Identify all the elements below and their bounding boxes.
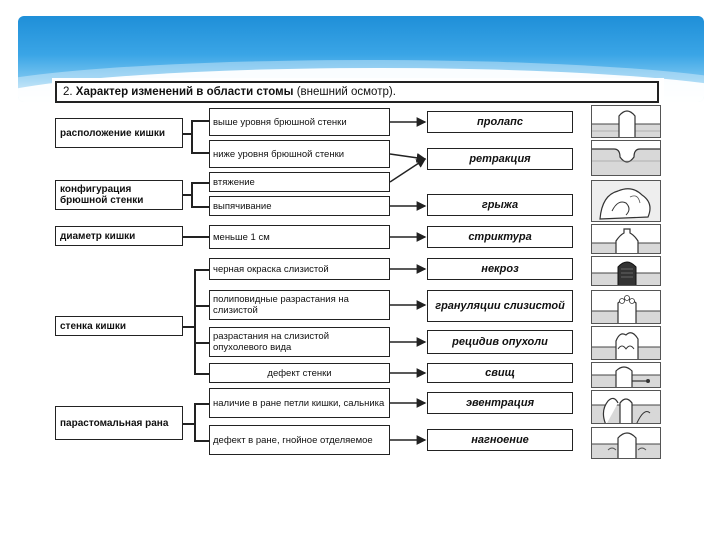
desc-tumor: разрастания на слизистой опухолевого вид… — [209, 327, 390, 357]
desc-above-label: выше уровня брюшной стенки — [213, 116, 347, 128]
desc-defect-label: дефект стенки — [267, 367, 332, 379]
title-bold: Характер изменений в области стомы — [75, 86, 294, 98]
connector — [183, 133, 191, 135]
result-hernia-label: грыжа — [481, 199, 519, 211]
desc-above: выше уровня брюшной стенки — [209, 108, 390, 136]
desc-below-label: ниже уровня брюшной стенки — [213, 148, 345, 160]
category-location: расположение кишки — [55, 118, 183, 148]
connector — [191, 120, 193, 152]
category-bowel-wall-label: стенка кишки — [60, 320, 127, 332]
necrosis-icon — [591, 256, 661, 286]
stricture-icon — [591, 224, 661, 254]
result-granulation-label: грануляции слизистой — [435, 300, 565, 312]
connector — [194, 403, 209, 405]
category-parastomal: парастомальная рана — [55, 406, 183, 440]
desc-loop: наличие в ране петли кишки, сальника — [209, 388, 390, 418]
desc-retraction: втяжение — [209, 172, 390, 192]
connector — [194, 373, 209, 375]
category-parastomal-label: парастомальная рана — [60, 417, 169, 429]
category-bowel-wall: стенка кишки — [55, 316, 183, 336]
result-relapse-label: рецидив опухоли — [452, 336, 548, 348]
desc-retraction-label: втяжение — [213, 176, 255, 188]
connector — [191, 206, 209, 208]
result-fistula: свищ — [427, 363, 573, 383]
result-suppuration: нагноение — [427, 429, 573, 451]
connector — [183, 423, 194, 425]
desc-tumor-label: разрастания на слизистой опухолевого вид… — [213, 331, 330, 353]
result-retraction-label: ретракция — [469, 153, 531, 165]
connector — [191, 152, 209, 154]
desc-below: ниже уровня брюшной стенки — [209, 140, 390, 168]
category-wall-config: конфигурация брюшной стенки — [55, 180, 183, 210]
desc-loop-label: наличие в ране петли кишки, сальника — [213, 397, 385, 409]
connector — [191, 120, 209, 122]
fistula-icon — [591, 362, 661, 388]
desc-defect: дефект стенки — [209, 363, 390, 383]
result-prolapse: пролапс — [427, 111, 573, 133]
result-fistula-label: свищ — [485, 367, 515, 379]
connector — [194, 440, 209, 442]
desc-diameter-label: меньше 1 см — [213, 231, 270, 243]
connector — [194, 269, 196, 373]
result-stricture: стриктура — [427, 226, 573, 248]
desc-polyps-label: полиповидные разрастания на слизистой — [213, 294, 349, 316]
prolapse-icon — [591, 105, 661, 138]
eventration-icon — [591, 390, 661, 424]
retraction-icon — [591, 140, 661, 176]
connector — [194, 403, 196, 440]
desc-bulging: выпячивание — [209, 196, 390, 216]
result-relapse: рецидив опухоли — [427, 330, 573, 354]
title-number: 2. — [63, 86, 73, 98]
desc-diameter: меньше 1 см — [209, 225, 390, 249]
diagram-title: 2. Характер изменений в области стомы (в… — [55, 81, 659, 103]
connector — [194, 269, 209, 271]
result-retraction: ретракция — [427, 148, 573, 170]
connector — [191, 182, 209, 184]
connector — [183, 326, 194, 328]
connector — [183, 236, 209, 238]
category-wall-config-label: конфигурация брюшной стенки — [60, 184, 144, 206]
relapse-icon — [591, 326, 661, 360]
result-eventration-label: эвентрация — [465, 397, 535, 409]
result-stricture-label: стриктура — [468, 231, 532, 243]
desc-bulging-label: выпячивание — [213, 200, 272, 212]
desc-pus: дефект в ране, гнойное отделяемое — [209, 425, 390, 455]
granulation-icon — [591, 290, 661, 324]
connector — [194, 342, 209, 344]
result-necrosis-label: некроз — [481, 263, 519, 275]
connector — [183, 194, 191, 196]
diagram-panel: 2. Характер изменений в области стомы (в… — [52, 78, 664, 461]
result-granulation: грануляции слизистой — [427, 290, 573, 322]
connector — [191, 182, 193, 206]
result-hernia: грыжа — [427, 194, 573, 216]
category-location-label: расположение кишки — [60, 127, 166, 139]
title-rest: (внешний осмотр). — [296, 86, 396, 98]
category-diameter: диаметр кишки — [55, 226, 183, 246]
result-necrosis: некроз — [427, 258, 573, 280]
desc-polyps: полиповидные разрастания на слизистой — [209, 290, 390, 320]
result-suppuration-label: нагноение — [471, 434, 529, 446]
hernia-icon — [591, 180, 661, 222]
category-diameter-label: диаметр кишки — [60, 230, 136, 242]
desc-black: черная окраска слизистой — [209, 258, 390, 280]
desc-black-label: черная окраска слизистой — [213, 263, 329, 275]
result-prolapse-label: пролапс — [477, 116, 523, 128]
suppuration-icon — [591, 427, 661, 459]
result-eventration: эвентрация — [427, 392, 573, 414]
desc-pus-label: дефект в ране, гнойное отделяемое — [213, 434, 373, 446]
connector — [194, 305, 209, 307]
